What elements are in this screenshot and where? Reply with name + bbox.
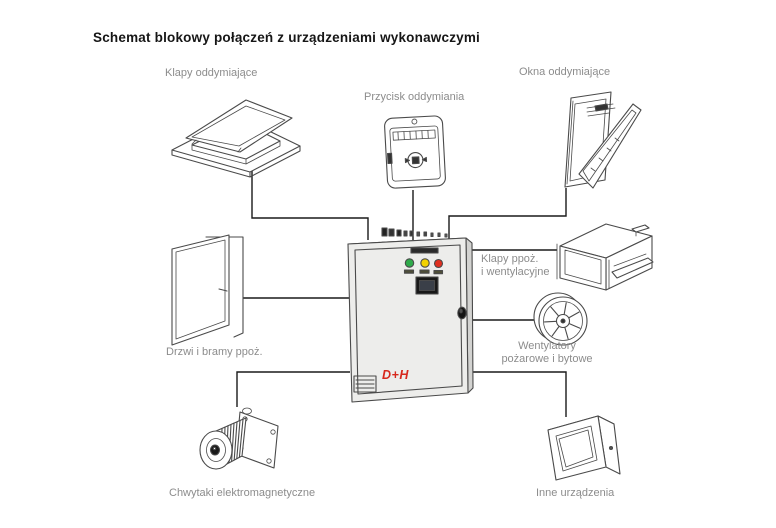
terminal-blocks: [381, 227, 448, 238]
label-fans: Wentylatory pożarowe i bytowe: [488, 340, 606, 366]
label-fire-dampers: Klapy ppoż. i wentylacyjne: [481, 253, 549, 279]
control-cabinet: D+H: [347, 227, 474, 403]
wire-window: [448, 188, 567, 240]
fire-door-icon: [171, 234, 244, 346]
label-fire-dampers-line2: i wentylacyjne: [481, 266, 550, 278]
page-title: Schemat blokowy połączeń z urządzeniami …: [93, 30, 481, 45]
label-electromagnets: Chwytaki elektromagnetyczne: [169, 487, 316, 499]
label-fire-dampers-line1: Klapy ppoż.: [481, 253, 539, 265]
other-device-icon: [547, 415, 621, 481]
smoke-flap-icon: [171, 99, 301, 178]
label-smoke-flaps: Klapy oddymiające: [165, 67, 258, 79]
led-yellow: [420, 258, 430, 268]
led-red: [433, 258, 444, 269]
fire-damper-icon: [556, 223, 654, 291]
smoke-button-icon: [384, 115, 446, 189]
smoke-window-icon: [564, 91, 642, 189]
led-caption-bars: [403, 269, 444, 275]
wire-other-devices: [470, 371, 567, 417]
label-fans-line2: pożarowe i bytowe: [501, 353, 593, 365]
label-fans-line1: Wentylatory: [518, 340, 576, 352]
vent-grille: [353, 375, 377, 393]
fan-icon: [533, 292, 588, 346]
label-other-devices: Inne urządzenia: [536, 487, 615, 499]
led-green: [404, 258, 415, 268]
electromagnet-icon: [199, 407, 279, 470]
label-smoke-windows: Okna oddymiające: [519, 66, 611, 78]
wire-magnet: [236, 371, 350, 407]
label-fire-doors: Drzwi i bramy ppoż.: [166, 346, 263, 358]
dh-logo: D+H: [382, 368, 409, 382]
wire-roof-flap: [251, 170, 369, 240]
label-smoke-button: Przycisk oddymiania: [364, 91, 465, 103]
cabinet-label-strip: [410, 247, 439, 254]
